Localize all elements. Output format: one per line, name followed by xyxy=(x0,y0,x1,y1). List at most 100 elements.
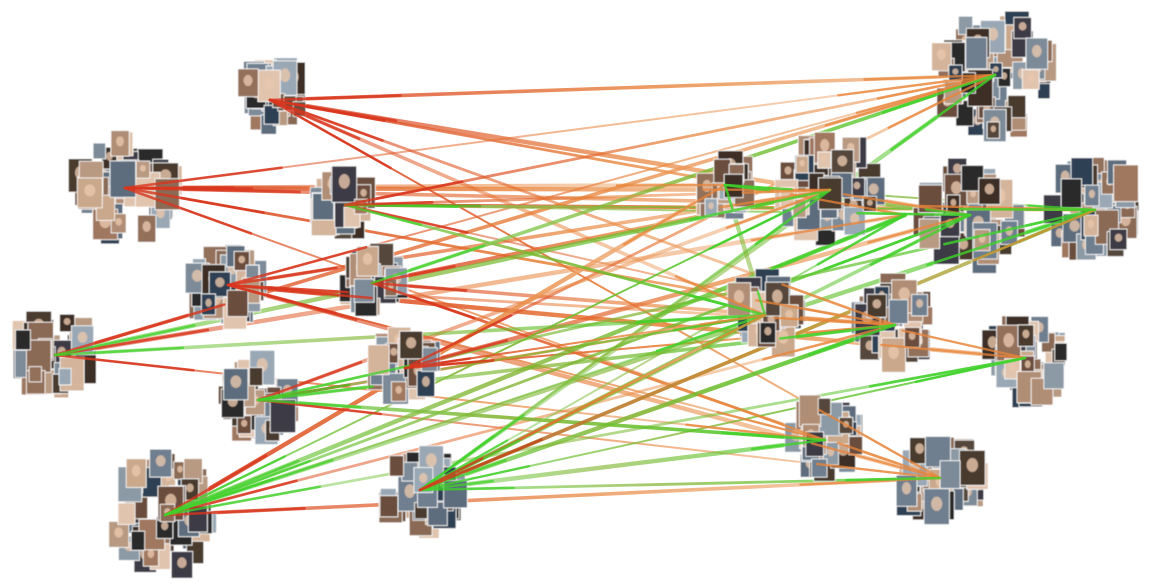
face-shape xyxy=(155,455,166,467)
photo-thumbnail xyxy=(92,142,107,160)
edge-end-n10-n15 xyxy=(972,208,1097,262)
edge-end-n2-n11 xyxy=(615,183,727,187)
photo-thumbnail xyxy=(888,299,909,325)
edge-end-n7-n12 xyxy=(887,73,997,129)
face-shape xyxy=(1027,73,1035,82)
photo-cluster-n3[interactable] xyxy=(309,165,376,240)
face-shape xyxy=(915,443,924,454)
edge-end-n21-n9 xyxy=(163,459,300,517)
edge-end-n9-n17 xyxy=(762,323,897,361)
edge-end-n13-n9 xyxy=(163,455,286,517)
edge-start-n12-n10 xyxy=(890,73,997,151)
photo-thumbnail xyxy=(117,502,136,525)
edge-start-n15-n3 xyxy=(958,207,1097,212)
face-shape xyxy=(390,347,398,356)
face-shape xyxy=(147,549,155,558)
photo-cluster-n9[interactable] xyxy=(108,448,218,579)
face-shape xyxy=(872,299,882,309)
edge-start-n13-n6 xyxy=(689,188,832,221)
face-shape xyxy=(1022,329,1030,339)
edge-end-n9-n11 xyxy=(623,183,727,246)
face-shape xyxy=(1069,220,1080,232)
photo-thumbnail xyxy=(1113,164,1139,202)
edge-end-n13-n6 xyxy=(53,324,196,357)
face-shape xyxy=(1001,72,1008,80)
photo-thumbnail xyxy=(130,530,146,551)
edge-end-n4-n20 xyxy=(810,442,942,480)
edge-end-n4-n19 xyxy=(716,410,827,442)
edge-start-n15-n8 xyxy=(942,208,1097,246)
edge-end-n18-n9 xyxy=(163,485,321,517)
photo-cluster-n10[interactable] xyxy=(378,445,468,539)
face-shape xyxy=(785,309,794,319)
face-shape xyxy=(338,174,350,189)
edge-start-n1-n21 xyxy=(268,98,386,122)
face-shape xyxy=(114,527,124,538)
edge-start-n17-n8 xyxy=(778,323,897,340)
edge-start-n3-n13 xyxy=(343,201,434,207)
edge-start-n14-n3 xyxy=(856,211,972,217)
face-shape xyxy=(1003,333,1014,348)
face-shape xyxy=(177,557,187,569)
edge-start-n8-n13 xyxy=(256,360,363,402)
edge-start-n19-n8 xyxy=(721,431,827,442)
face-shape xyxy=(850,213,860,225)
edge-end-n2-n17 xyxy=(755,299,897,327)
edge-start-n10-n15 xyxy=(418,438,543,492)
photo-cluster-n4[interactable] xyxy=(184,244,268,330)
face-shape xyxy=(186,483,194,493)
edge-start-n16-n9 xyxy=(655,313,767,353)
edge-end-n19-n8 xyxy=(256,398,362,409)
photo-thumbnail xyxy=(1060,178,1082,209)
face-shape xyxy=(425,453,437,467)
edge-end-n5-n17 xyxy=(799,316,897,327)
edge-start-n20-n10 xyxy=(845,476,942,482)
face-shape xyxy=(708,202,714,210)
photo-cluster-n15[interactable] xyxy=(1043,156,1140,261)
photo-cluster-n18[interactable] xyxy=(981,315,1068,409)
face-shape xyxy=(937,49,946,61)
face-shape xyxy=(1032,44,1042,58)
edge-start-n7-n16 xyxy=(403,357,472,370)
edge-end-n1-n12 xyxy=(863,73,997,81)
face-shape xyxy=(243,74,253,87)
photo-thumbnail xyxy=(965,37,988,70)
face-shape xyxy=(951,181,962,195)
edge-end-n12-n5 xyxy=(370,244,486,285)
edge-start-n12-n5 xyxy=(881,73,997,114)
edge-start-n1-n20 xyxy=(268,98,392,170)
edge-end-n1-n20 xyxy=(818,408,942,480)
edge-end-n11-n14 xyxy=(924,208,972,217)
edge-start-n18-n10 xyxy=(914,356,1027,384)
edge-start-n16-n3 xyxy=(688,293,767,317)
edge-start-n21-n9 xyxy=(770,213,907,271)
edge-start-n19-n10 xyxy=(750,438,827,451)
edge-start-n2-n11 xyxy=(123,186,235,190)
face-shape xyxy=(987,336,998,349)
photo-thumbnail xyxy=(388,455,404,477)
photo-thumbnail xyxy=(1043,362,1065,390)
photo-cluster-n2[interactable] xyxy=(67,130,183,245)
photo-cluster-n1[interactable] xyxy=(237,57,307,135)
edge-end-n5-n20 xyxy=(836,441,942,480)
edge-start-n9-n11 xyxy=(163,454,268,517)
edge-start-n17-n10 xyxy=(808,323,897,357)
face-shape xyxy=(901,482,912,495)
edge-start-n6-n12 xyxy=(53,303,226,357)
edge-end-n15-n8 xyxy=(256,364,410,402)
face-shape xyxy=(990,125,996,133)
edge-start-n5-n17 xyxy=(370,281,468,292)
face-shape xyxy=(360,188,367,197)
photo-thumbnail xyxy=(331,165,358,203)
face-shape xyxy=(970,190,976,198)
edge-start-n1-n16 xyxy=(268,98,361,140)
edge-end-n16-n3 xyxy=(343,203,422,227)
edge-end-n11-n15 xyxy=(1027,204,1097,212)
face-shape xyxy=(192,269,203,282)
edge-end-n1-n17 xyxy=(781,283,897,327)
photo-cluster-n13[interactable] xyxy=(774,131,886,247)
photo-cluster-n20[interactable] xyxy=(895,435,989,526)
face-shape xyxy=(177,465,183,473)
face-shape xyxy=(205,298,212,307)
edge-end-n2-n19 xyxy=(697,393,827,442)
